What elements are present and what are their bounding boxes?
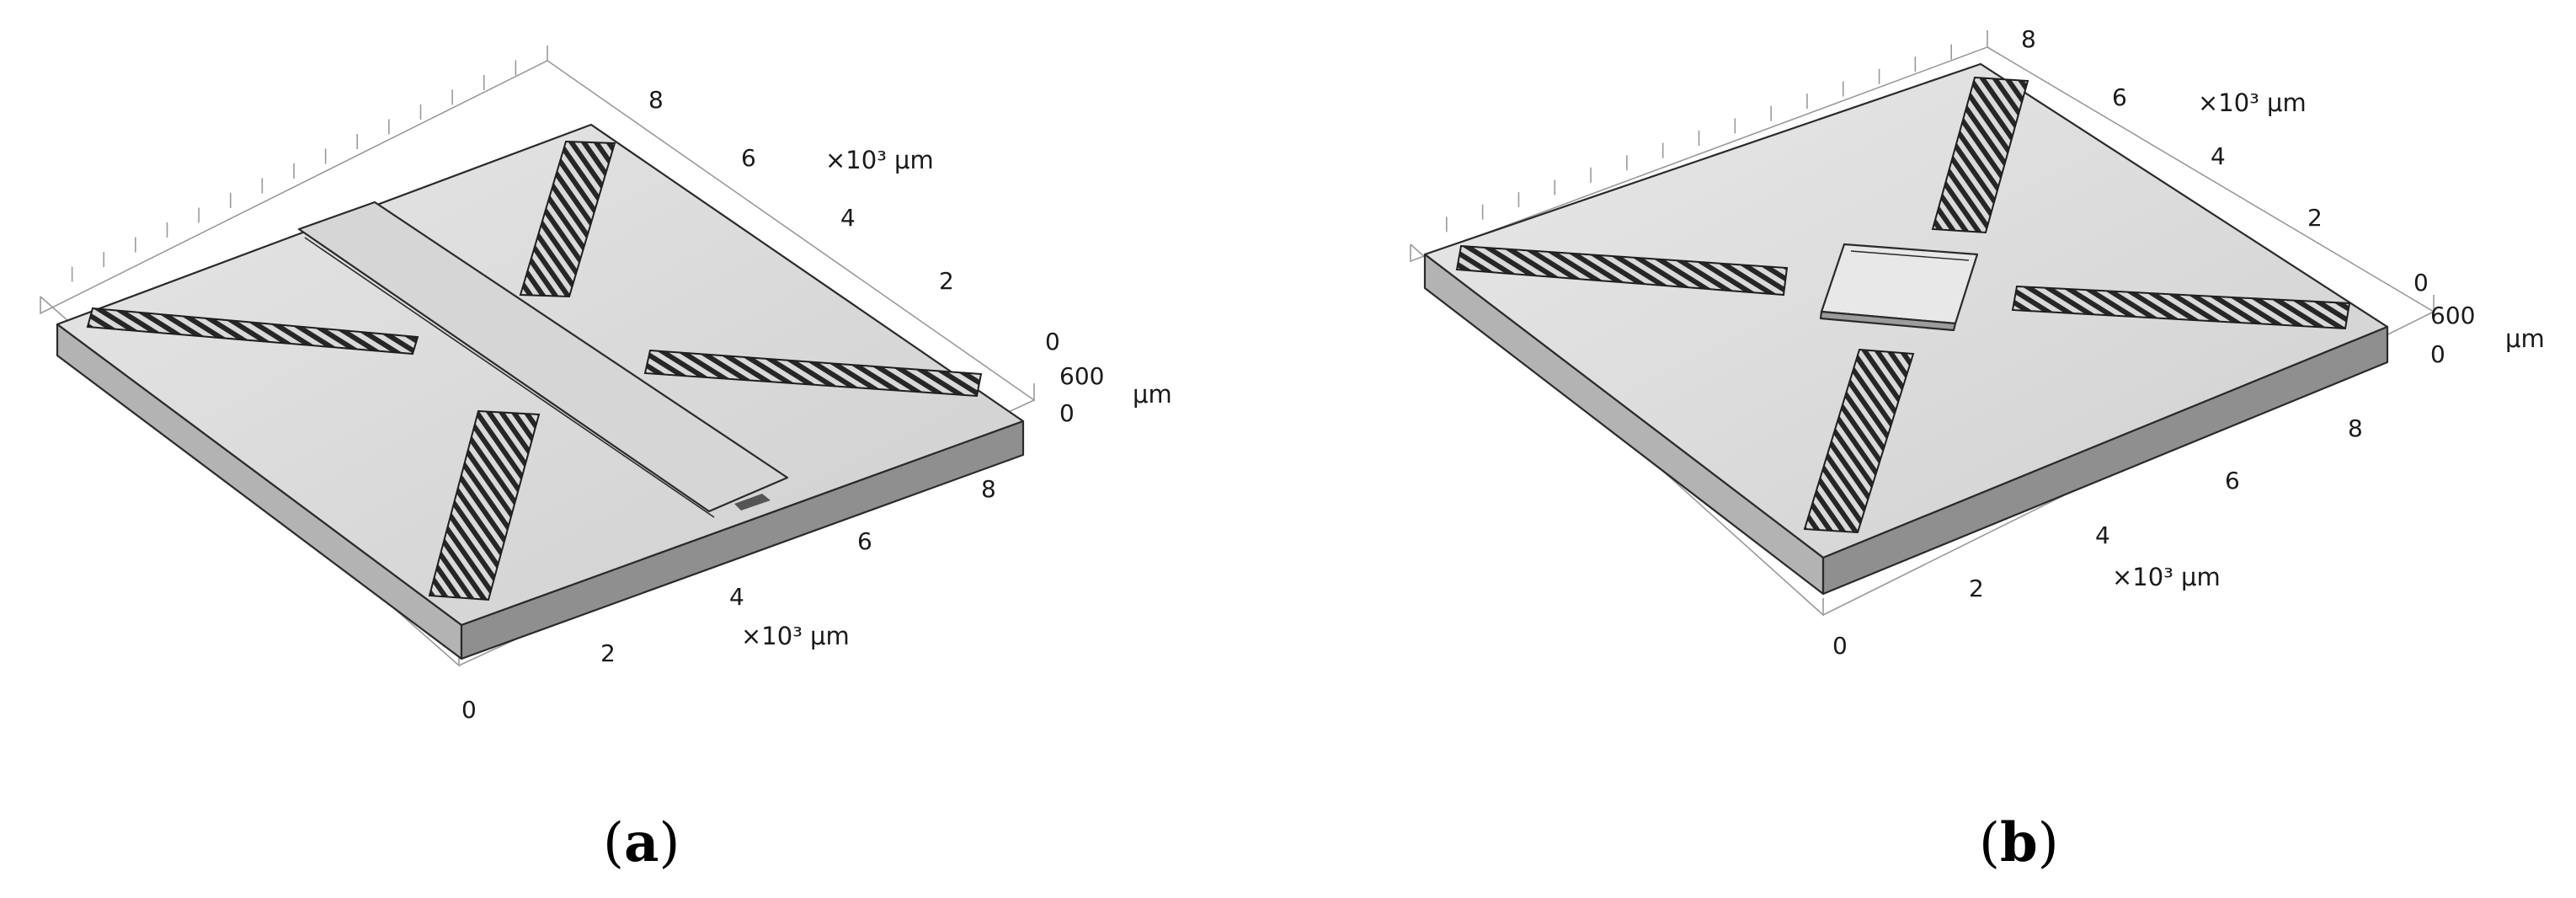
unit-a-y: ×10³ μm — [825, 146, 934, 174]
unit-a-x: ×10³ μm — [741, 622, 850, 650]
idt-bottom-a — [428, 409, 541, 601]
tick-a-z-0: 0 — [1045, 328, 1060, 355]
unit-a-z: μm — [1133, 380, 1172, 409]
tick-a-z-1: 600 — [1059, 362, 1104, 390]
idt-left-b — [1455, 244, 1789, 297]
tick-a-y-0: 8 — [648, 86, 664, 114]
tick-b-x-1: 2 — [1969, 575, 1984, 602]
tick-b-y-3: 2 — [2307, 204, 2323, 232]
tick-a-x-3: 6 — [857, 527, 872, 555]
tick-b-y-2: 4 — [2211, 142, 2226, 170]
tick-a-y-1: 6 — [741, 144, 756, 172]
axis-grid-a — [71, 60, 517, 282]
substrate-a-side — [460, 420, 1025, 660]
tick-b-y-0: 8 — [2021, 25, 2036, 53]
center-strip-a-tab — [734, 494, 771, 510]
tick-a-y-2: 4 — [840, 204, 856, 232]
center-chip-b-side — [1819, 310, 1957, 332]
tick-b-y-4: 0 — [2413, 269, 2429, 297]
tick-a-x-1: 2 — [600, 639, 616, 667]
idt-top-b — [1931, 76, 2029, 234]
center-chip-b-inner — [1850, 250, 1970, 261]
tick-a-x-0: 0 — [461, 696, 477, 724]
idt-left-a — [86, 307, 419, 355]
idt-right-a — [643, 349, 983, 398]
substrate-b-side — [1821, 325, 2389, 596]
idt-top-a — [519, 140, 616, 298]
tick-a-z-2: 0 — [1059, 399, 1075, 427]
tick-b-z-0: 600 — [2430, 302, 2475, 329]
caption-b: (b) — [1979, 811, 2059, 874]
tick-a-x-4: 8 — [981, 475, 996, 503]
unit-b-z: μm — [2505, 324, 2545, 353]
tick-b-x-3: 6 — [2225, 467, 2240, 494]
unit-b-y: ×10³ μm — [2198, 88, 2307, 117]
idt-bottom-b — [1803, 348, 1915, 534]
tick-a-x-2: 4 — [729, 583, 744, 611]
tick-b-x-0: 0 — [1832, 632, 1848, 660]
center-strip-a-edge — [304, 237, 715, 518]
tick-b-x-4: 8 — [2348, 414, 2363, 442]
center-chip-b-top — [1820, 243, 1979, 325]
tick-a-y-3: 2 — [939, 267, 954, 295]
tick-b-y-1: 6 — [2112, 83, 2127, 111]
panel-a: 8 6 4 2 ×10³ μm 0 600 0 μm 0 2 4 6 8 ×10… — [40, 45, 1172, 874]
axis-grid-b — [1446, 44, 1952, 233]
caption-a: (a) — [603, 811, 680, 874]
tick-b-z-1: 0 — [2430, 340, 2445, 368]
tick-b-x-2: 4 — [2095, 521, 2110, 549]
panel-b: 8 6 4 2 0 ×10³ μm 600 0 μm 0 2 4 6 8 ×10… — [1410, 25, 2545, 874]
idt-right-b — [2011, 285, 2351, 330]
unit-b-x: ×10³ μm — [2112, 563, 2221, 591]
center-strip-a — [297, 200, 789, 513]
